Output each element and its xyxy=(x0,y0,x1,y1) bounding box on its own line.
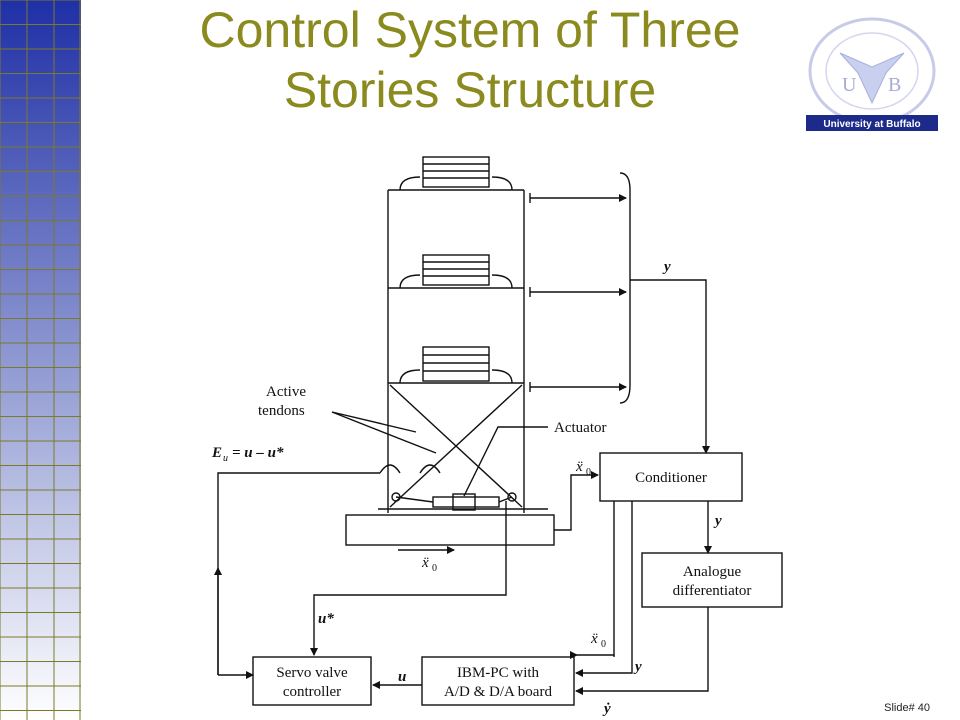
label-actuator: Actuator xyxy=(554,420,606,436)
analogue-differentiator-box xyxy=(641,552,783,608)
label-x0-ground: ẍ xyxy=(421,555,429,571)
label-x0-cond-sub: 0 xyxy=(586,467,591,478)
label-error-rhs: = u – u* xyxy=(232,445,284,461)
label-x0-cond: ẍ xyxy=(575,459,583,475)
label-ibm-1: IBM-PC with xyxy=(457,665,540,681)
logo-letter-u: U xyxy=(842,74,857,96)
label-servo-2: controller xyxy=(283,684,341,700)
label-analogue-2: differentiator xyxy=(673,583,752,599)
label-x0-ibm: ẍ xyxy=(590,631,598,647)
label-y-ibm: y xyxy=(633,659,642,675)
logo-letter-b: B xyxy=(888,74,901,96)
decorative-grid-strip xyxy=(0,0,81,720)
hydraulic-loop-2 xyxy=(419,464,441,474)
hydraulic-loop-1 xyxy=(379,464,401,474)
conditioner-box xyxy=(599,452,743,502)
label-ydot: ẏ xyxy=(602,701,611,717)
slide-title: Control System of Three Stories Structur… xyxy=(100,0,840,120)
label-analogue-1: Analogue xyxy=(683,564,742,580)
slide-title-line1: Control System of Three xyxy=(199,2,741,58)
label-x0-ibm-sub: 0 xyxy=(601,639,606,650)
tendon-2 xyxy=(389,384,523,508)
label-y-cond: y xyxy=(713,513,722,529)
label-active: Active xyxy=(266,384,306,400)
servo-valve-box xyxy=(252,656,372,706)
ibm-pc-box xyxy=(421,656,575,706)
university-at-buffalo-seal-icon: U B University at Buffalo xyxy=(806,17,938,131)
x0-to-conditioner xyxy=(554,471,599,531)
mass-block-top xyxy=(399,156,513,191)
label-error-sub: u xyxy=(223,453,228,464)
label-conditioner: Conditioner xyxy=(635,470,707,486)
control-system-diagram: Active tendons Actuator E u = u – u* Con… xyxy=(168,135,802,720)
label-servo-1: Servo valve xyxy=(276,665,348,681)
label-u: u xyxy=(398,669,406,685)
label-ibm-2: A/D & D/A board xyxy=(444,684,552,700)
label-ustar: u* xyxy=(318,611,334,627)
label-error-e: E xyxy=(211,445,222,461)
slide-title-line2: Stories Structure xyxy=(283,62,657,118)
diff-ydot-to-ibm xyxy=(575,607,709,695)
mass-block-bottom xyxy=(399,346,513,384)
slide-number: Slide# 40 xyxy=(884,702,930,714)
actuator-leader xyxy=(463,426,548,497)
cond-y-to-ibm xyxy=(575,501,633,677)
label-y-top: y xyxy=(662,259,671,275)
sensor-bracket xyxy=(619,172,631,404)
y-to-conditioner xyxy=(630,279,710,454)
mass-block-middle xyxy=(399,254,513,289)
logo-caption: University at Buffalo xyxy=(823,119,920,130)
ustar-to-servo xyxy=(310,501,507,656)
label-x0-ground-sub: 0 xyxy=(432,563,437,574)
label-tendons: tendons xyxy=(258,403,305,419)
